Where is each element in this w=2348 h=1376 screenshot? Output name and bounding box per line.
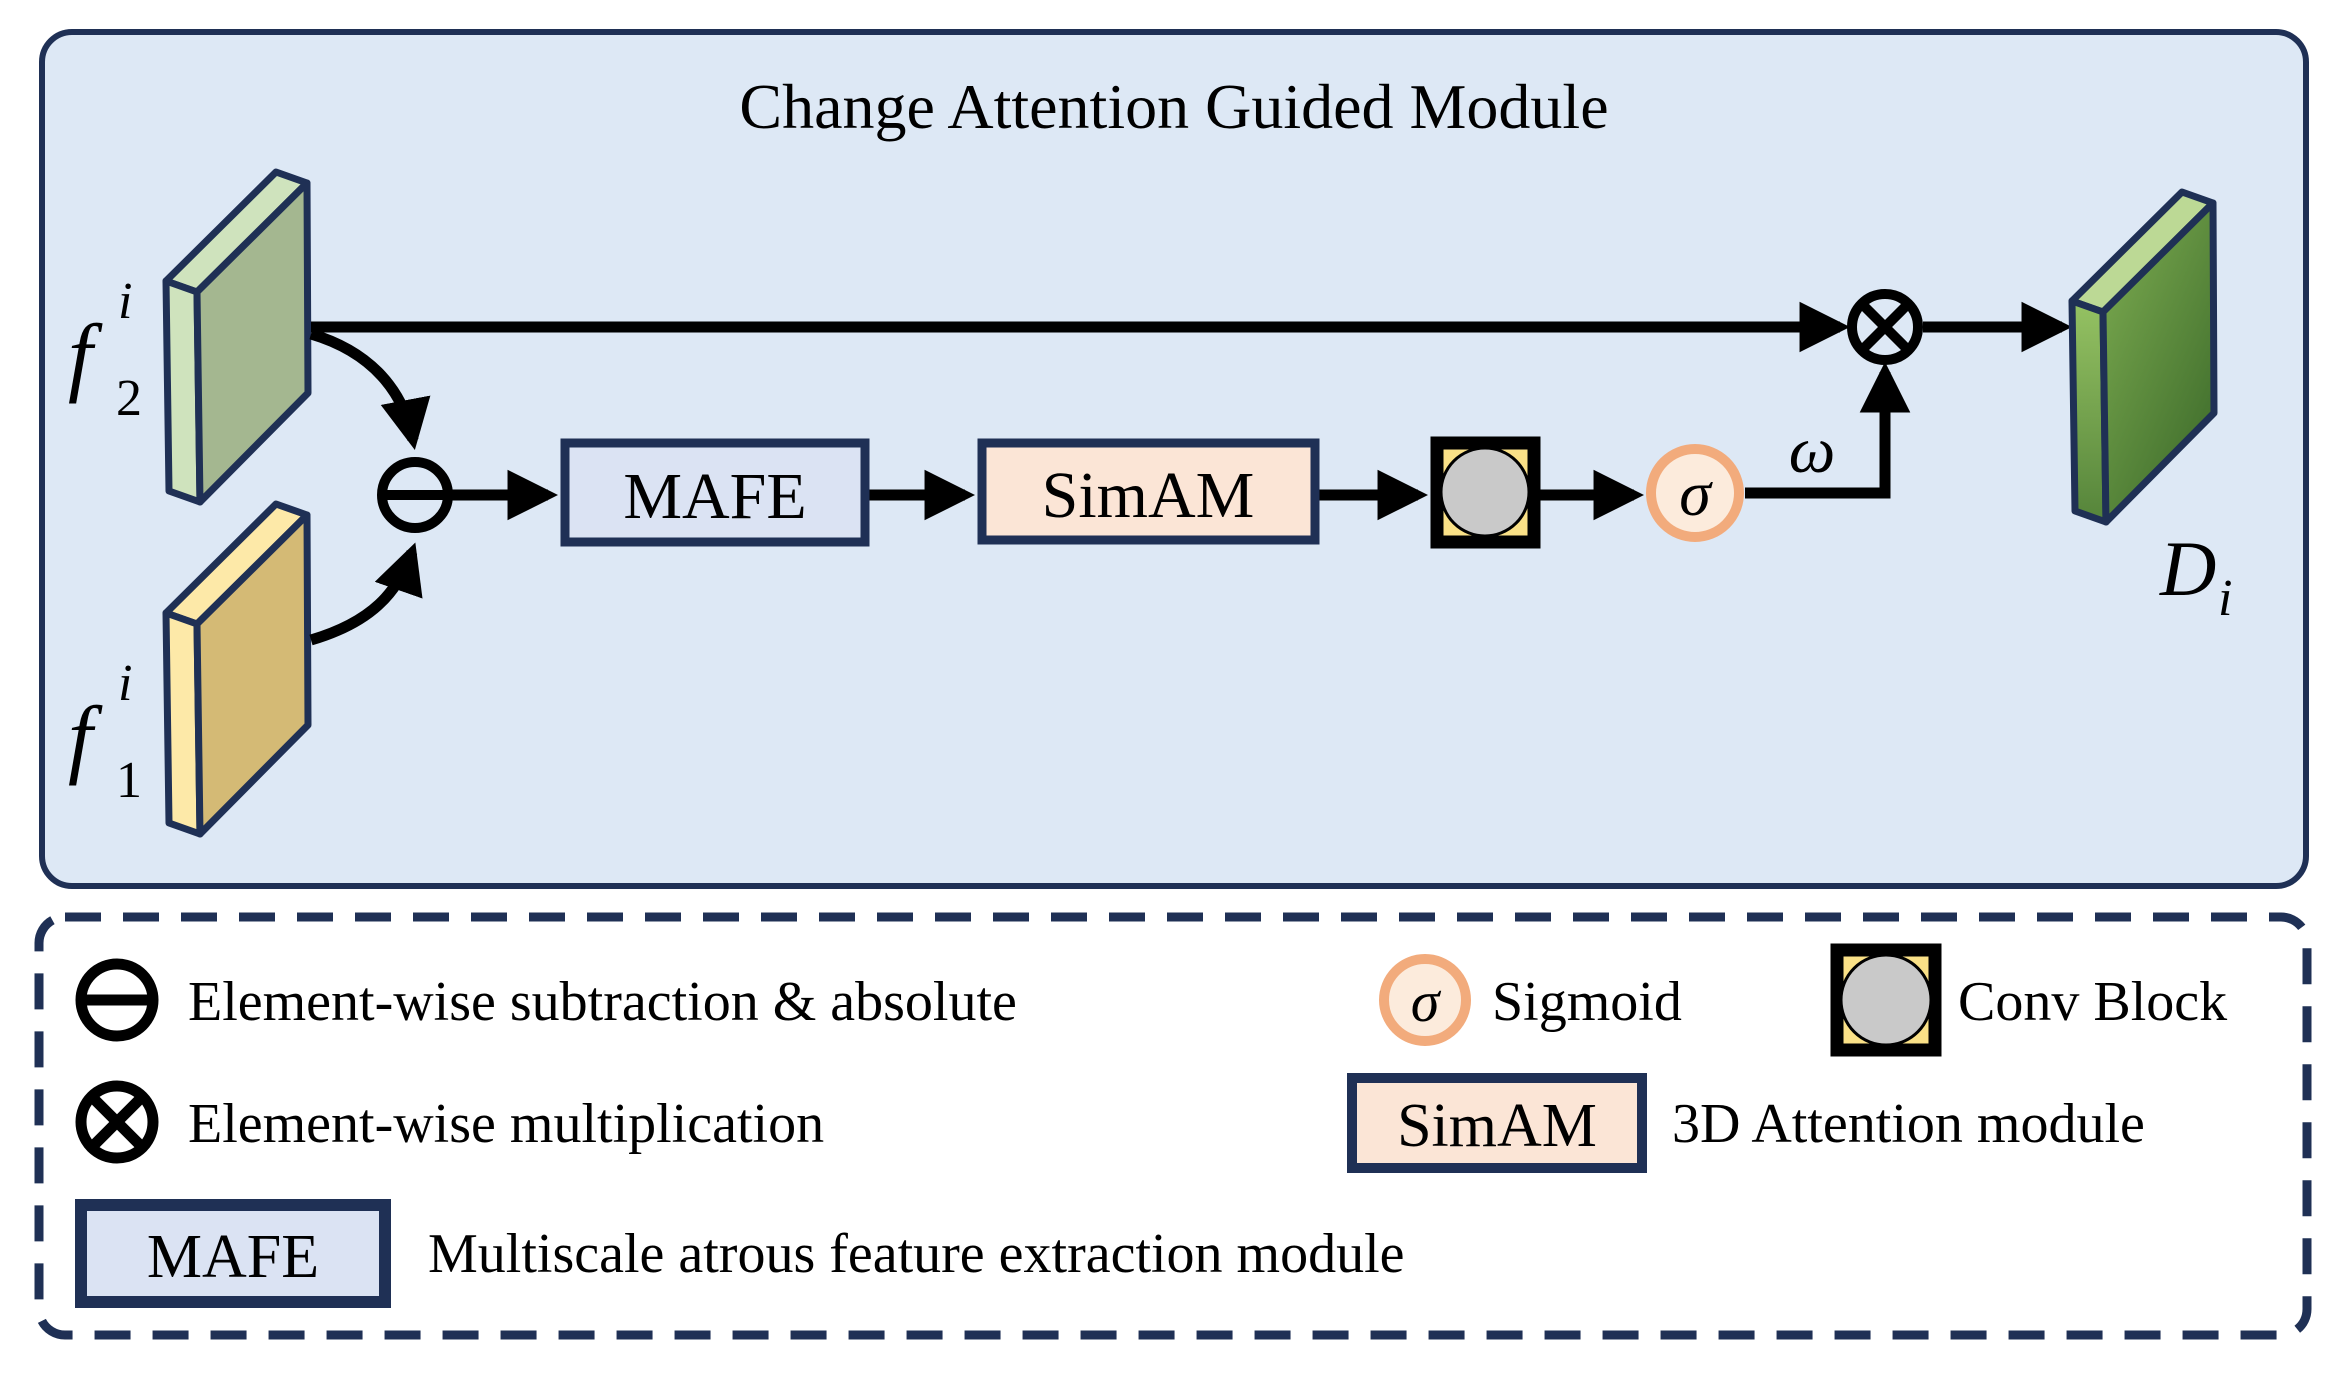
mafe-block-label: MAFE: [623, 460, 806, 533]
output-map-di: D i: [2068, 188, 2232, 627]
mafe-block: MAFE: [560, 438, 870, 547]
f2-label-sup: i: [118, 273, 132, 330]
f2-front-face: [193, 179, 312, 506]
legend-sigmoid-symbol: σ: [1411, 969, 1442, 1034]
simam-block: SimAM: [977, 438, 1320, 545]
arrow-f1-to-subtract: [309, 542, 423, 646]
module-title: Change Attention Guided Module: [739, 71, 1608, 142]
legend-conv-label: Conv Block: [1958, 971, 2227, 1033]
di-label: D i: [2159, 525, 2232, 627]
legend-panel: Element-wise subtraction & absolute σ Si…: [34, 912, 2312, 1340]
arrow-f2-to-subtract: [309, 328, 431, 450]
simam-block-label: SimAM: [1042, 459, 1255, 532]
subtract-operator-icon: [377, 457, 453, 533]
legend-subtract-icon: [75, 958, 159, 1042]
f1-front-face: [193, 511, 312, 838]
f1-label-sub: 1: [116, 752, 142, 809]
f2-label-sub: 2: [116, 370, 142, 427]
f1-label-sup: i: [118, 655, 132, 712]
sigmoid-icon: σ: [1646, 444, 1744, 542]
legend-subtract-label: Element-wise subtraction & absolute: [188, 971, 1017, 1033]
omega-label: ω: [1789, 414, 1836, 487]
legend-mafe-box-label: MAFE: [147, 1223, 319, 1291]
di-label-base: D: [2159, 525, 2216, 612]
flow-arrows: [309, 301, 2073, 646]
legend-multiply-label: Element-wise multiplication: [188, 1093, 824, 1155]
legend-conv-icon: [1830, 943, 1942, 1057]
legend-border: [34, 912, 2312, 1340]
conv-block-icon: [1430, 436, 1541, 549]
legend-mafe-box: MAFE: [75, 1199, 391, 1308]
legend-sigmoid-icon: σ: [1379, 954, 1471, 1046]
legend-multiply-icon: [75, 1080, 159, 1164]
legend-simam-box-label: SimAM: [1397, 1092, 1597, 1160]
legend-simam-desc: 3D Attention module: [1672, 1093, 2145, 1155]
legend-simam-box: SimAM: [1347, 1073, 1647, 1173]
feature-map-f1: f i 1: [68, 500, 312, 838]
multiply-operator-icon: [1847, 289, 1923, 365]
feature-map-f2: f i 2: [68, 168, 312, 506]
di-front-face: [2099, 199, 2218, 526]
sigmoid-symbol: σ: [1679, 458, 1713, 529]
legend-sigmoid-label: Sigmoid: [1492, 971, 1682, 1033]
arrow-sigma-to-multiply: [1745, 361, 1911, 499]
di-label-sub: i: [2218, 570, 2232, 627]
legend-mafe-desc: Multiscale atrous feature extraction mod…: [428, 1223, 1405, 1285]
